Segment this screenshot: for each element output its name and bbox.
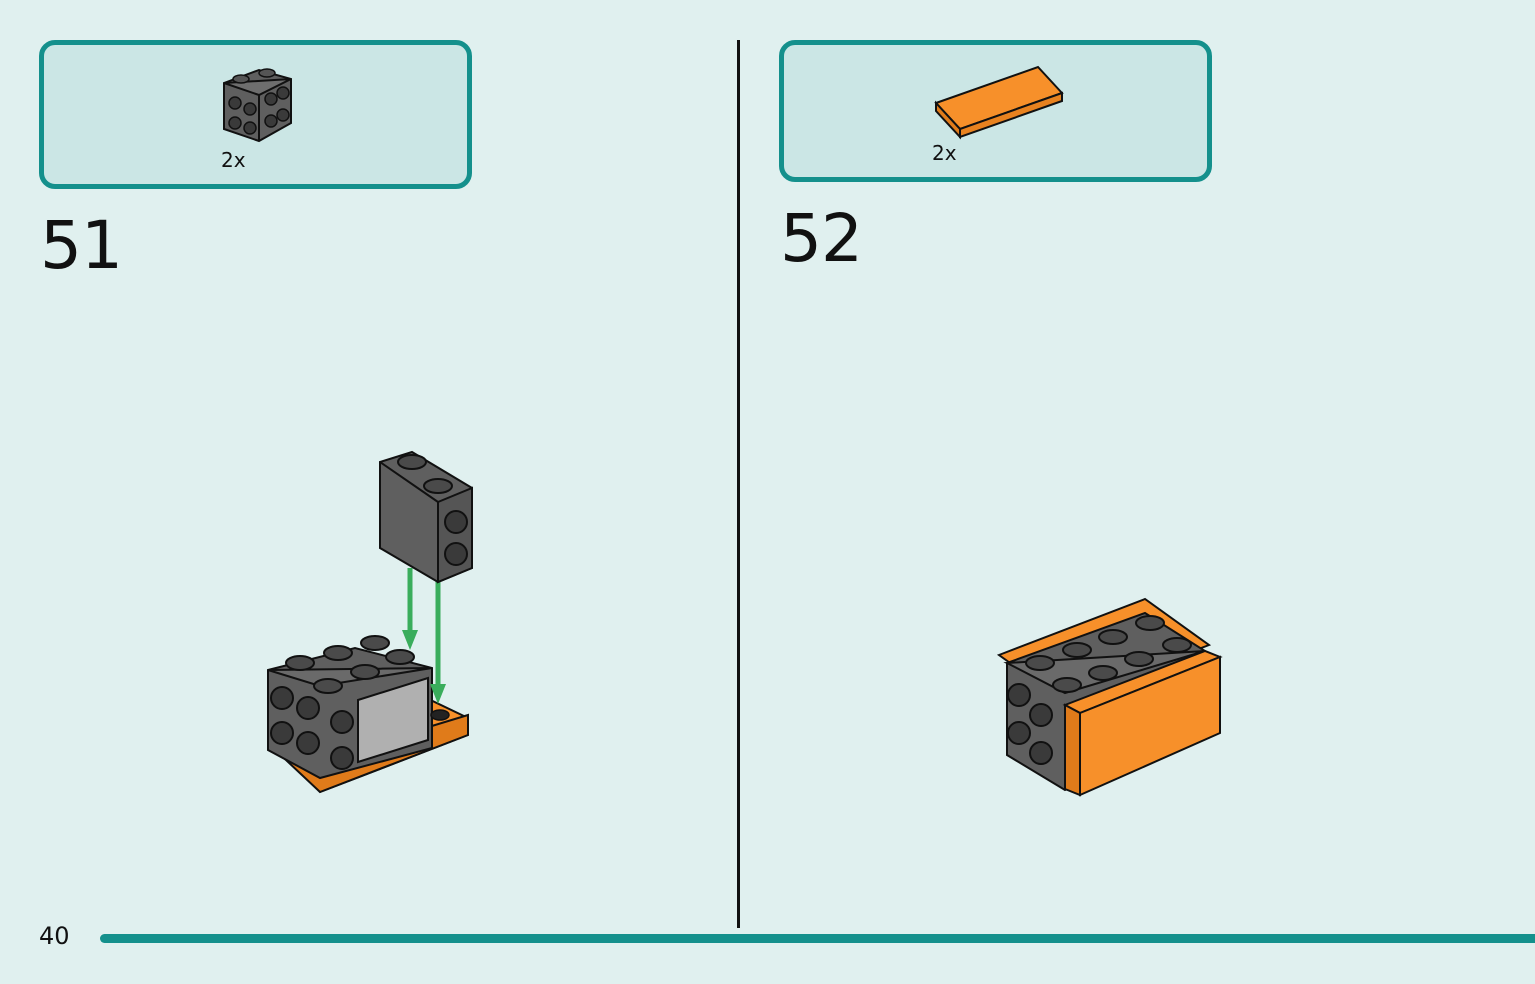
parts-callout-step-52: 2x bbox=[779, 40, 1212, 182]
step-number: 52 bbox=[780, 200, 863, 277]
step-52-assembly-illustration bbox=[996, 597, 1223, 797]
dark-gray-brick-icon bbox=[223, 68, 292, 143]
part-quantity: 2x bbox=[932, 141, 957, 165]
page-divider bbox=[737, 40, 740, 928]
step-number: 51 bbox=[40, 207, 123, 284]
footer-accent-bar bbox=[100, 934, 1535, 943]
part-quantity: 2x bbox=[221, 148, 246, 172]
page-number: 40 bbox=[39, 922, 70, 950]
step-51-assembly-illustration bbox=[267, 450, 473, 794]
parts-callout-step-51: 2x bbox=[39, 40, 472, 189]
orange-tile-icon bbox=[934, 65, 1064, 140]
